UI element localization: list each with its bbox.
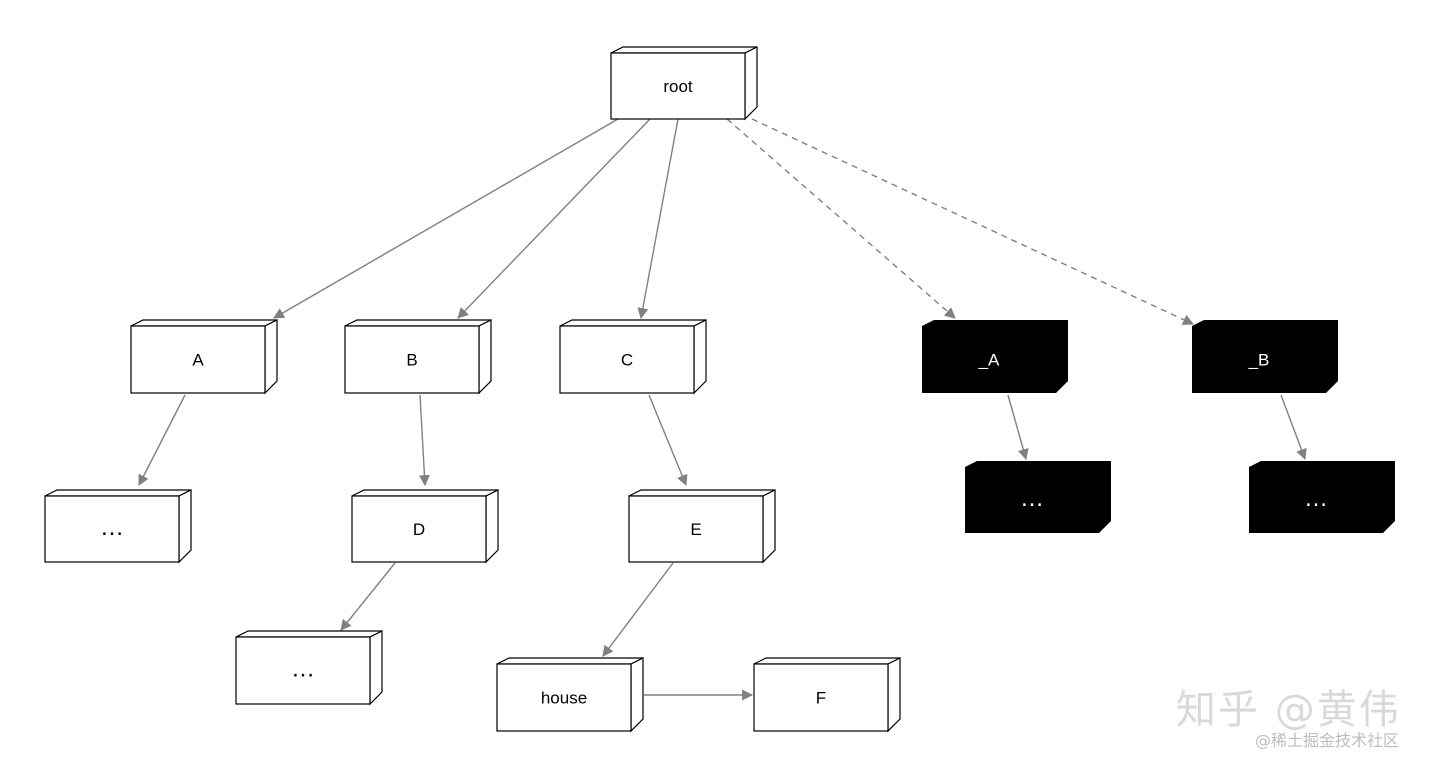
node-box-top xyxy=(610,46,758,54)
edge-A-to-Achild xyxy=(1007,394,1029,461)
node-label: B xyxy=(406,351,417,370)
node-box-side xyxy=(178,489,192,564)
edge-root-to-A xyxy=(726,118,956,319)
node-box-front xyxy=(235,636,371,705)
node-box-top xyxy=(344,319,492,327)
node-shadow-b-child: … xyxy=(1249,461,1395,533)
watermark-zhihu: 知乎 @黄伟 xyxy=(1176,687,1401,733)
node-box-side xyxy=(264,319,278,395)
node-shadow-b: _B xyxy=(1192,320,1338,393)
node-box-top xyxy=(496,657,644,665)
node-box-side xyxy=(762,489,776,564)
node-label: root xyxy=(663,77,693,96)
node-box-side xyxy=(887,657,901,733)
node-box-front xyxy=(130,325,266,394)
node-label: D xyxy=(413,520,425,539)
node-box-front xyxy=(753,663,889,732)
node-box-side xyxy=(478,319,492,395)
edge-A-to-Achild xyxy=(138,394,186,486)
node-house: house xyxy=(496,657,644,733)
node-box xyxy=(1192,320,1338,393)
watermark-juejin: @稀土掘金技术社区 xyxy=(1255,731,1400,750)
edge-B-to-D xyxy=(418,394,430,487)
node-label: E xyxy=(690,520,701,539)
node-label: house xyxy=(541,689,587,708)
node-box xyxy=(965,461,1111,533)
node-box-front xyxy=(496,663,632,732)
node-box-side xyxy=(369,630,383,706)
node-box-top xyxy=(44,489,192,497)
node-label: A xyxy=(192,351,204,370)
edge-root-to-B xyxy=(751,118,1194,325)
node-box-side xyxy=(693,319,707,395)
node-root: root xyxy=(610,46,758,121)
node-box xyxy=(922,320,1068,393)
node-box xyxy=(1249,461,1395,533)
node-c: C xyxy=(559,319,707,395)
edge-E-to-house xyxy=(602,562,674,657)
edge-root-to-A xyxy=(273,118,619,319)
edge-root-to-B xyxy=(457,118,651,319)
node-a: A xyxy=(130,319,278,395)
node-box-front xyxy=(610,52,746,120)
node-box-top xyxy=(351,489,499,497)
edge-C-to-E xyxy=(648,394,688,487)
node-box-front xyxy=(44,495,180,563)
node-box-top xyxy=(753,657,901,665)
node-label: _A xyxy=(978,351,1000,370)
node-b: B xyxy=(344,319,492,395)
node-label: C xyxy=(621,351,633,370)
node-box-front xyxy=(628,495,764,563)
node-d-child: … xyxy=(235,630,383,706)
node-a-child: … xyxy=(44,489,192,564)
node-label: … xyxy=(1020,485,1044,512)
edge-root-to-C xyxy=(637,118,679,320)
node-box-side xyxy=(485,489,499,564)
node-box-front xyxy=(559,325,695,394)
node-label: … xyxy=(291,656,315,683)
node-label: _B xyxy=(1248,351,1270,370)
node-box-top xyxy=(130,319,278,327)
node-shadow-a: _A xyxy=(922,320,1068,393)
node-label: … xyxy=(100,514,124,541)
node-shadow-a-child: … xyxy=(965,461,1111,533)
edge-D-to-Dchild xyxy=(340,562,396,631)
edge-B-to-Bchild xyxy=(1280,394,1307,461)
node-box-front xyxy=(351,495,487,563)
node-box-side xyxy=(630,657,644,733)
node-box-top xyxy=(235,630,383,638)
node-box-top xyxy=(628,489,776,497)
node-d: D xyxy=(351,489,499,564)
node-label: … xyxy=(1304,485,1328,512)
node-box-side xyxy=(744,46,758,121)
node-label: F xyxy=(816,689,826,708)
node-box-front xyxy=(344,325,480,394)
node-f: F xyxy=(753,657,901,733)
node-box-top xyxy=(559,319,707,327)
node-e: E xyxy=(628,489,776,564)
